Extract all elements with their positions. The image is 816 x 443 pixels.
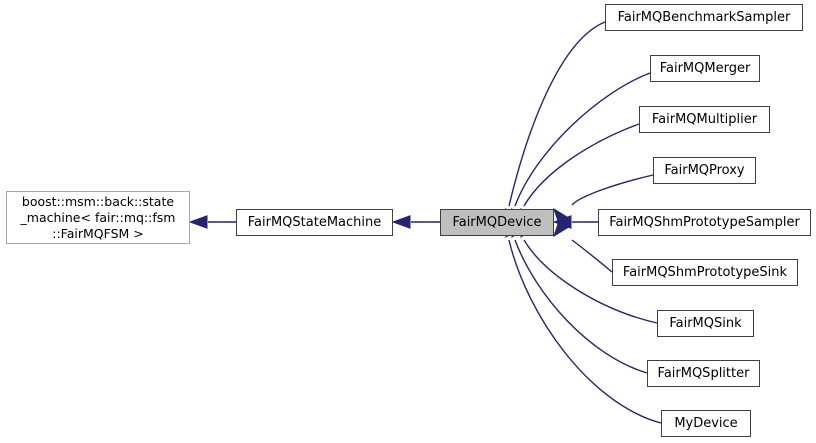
class-node-label: FairMQMultiplier <box>651 112 758 127</box>
class-node-fairmq-proxy[interactable]: FairMQProxy <box>653 157 756 184</box>
class-node-label: FairMQShmPrototypeSink <box>622 265 788 280</box>
class-node-label: FairMQMerger <box>659 61 751 76</box>
edge-merger-to-device <box>514 72 651 207</box>
class-node-label: FairMQDevice <box>452 215 542 230</box>
edge-proxy-to-device <box>571 174 654 206</box>
edge-shmsampler-to-device-arrowhead <box>552 215 572 229</box>
edge-device-to-statemachine-arrowhead <box>391 215 411 229</box>
class-node-fairmq-multiplier[interactable]: FairMQMultiplier <box>639 106 770 133</box>
class-node-label: FairMQBenchmarkSampler <box>617 10 791 25</box>
class-node-fairmq-sink[interactable]: FairMQSink <box>657 310 754 337</box>
class-node-label: MyDevice <box>674 416 738 431</box>
class-node-label: FairMQStateMachine <box>247 215 382 230</box>
class-node-boost-state-machine[interactable]: boost::msm::back::state _machine< fair::… <box>6 191 190 244</box>
class-node-my-device[interactable]: MyDevice <box>661 410 751 437</box>
class-node-fairmq-shm-prototype-sink[interactable]: FairMQShmPrototypeSink <box>612 259 798 286</box>
class-node-fairmq-device[interactable]: FairMQDevice <box>440 209 554 236</box>
class-node-fairmq-shm-prototype-sampler[interactable]: FairMQShmPrototypeSampler <box>598 209 811 236</box>
class-node-label: FairMQShmPrototypeSampler <box>609 215 800 230</box>
class-node-label: FairMQProxy <box>664 163 745 178</box>
class-node-fairmq-benchmark-sampler[interactable]: FairMQBenchmarkSampler <box>605 4 803 31</box>
edge-multiplier-to-device <box>523 123 640 207</box>
edge-proxy-to-device-arrowhead <box>553 207 571 227</box>
edge-shmsink-to-device-arrowhead <box>553 218 571 238</box>
edge-statemachine-to-boost-arrowhead <box>188 215 208 229</box>
class-node-fairmq-merger[interactable]: FairMQMerger <box>650 55 760 82</box>
class-node-label: boost::msm::back::state _machine< fair::… <box>20 193 176 241</box>
class-node-label: FairMQSplitter <box>657 366 750 381</box>
class-node-label: FairMQSink <box>669 316 742 331</box>
edge-shmsink-to-device <box>571 239 613 273</box>
class-node-fairmq-state-machine[interactable]: FairMQStateMachine <box>236 209 393 236</box>
class-node-fairmq-splitter[interactable]: FairMQSplitter <box>647 360 760 387</box>
edge-benchmarksampler-to-device <box>508 21 606 207</box>
